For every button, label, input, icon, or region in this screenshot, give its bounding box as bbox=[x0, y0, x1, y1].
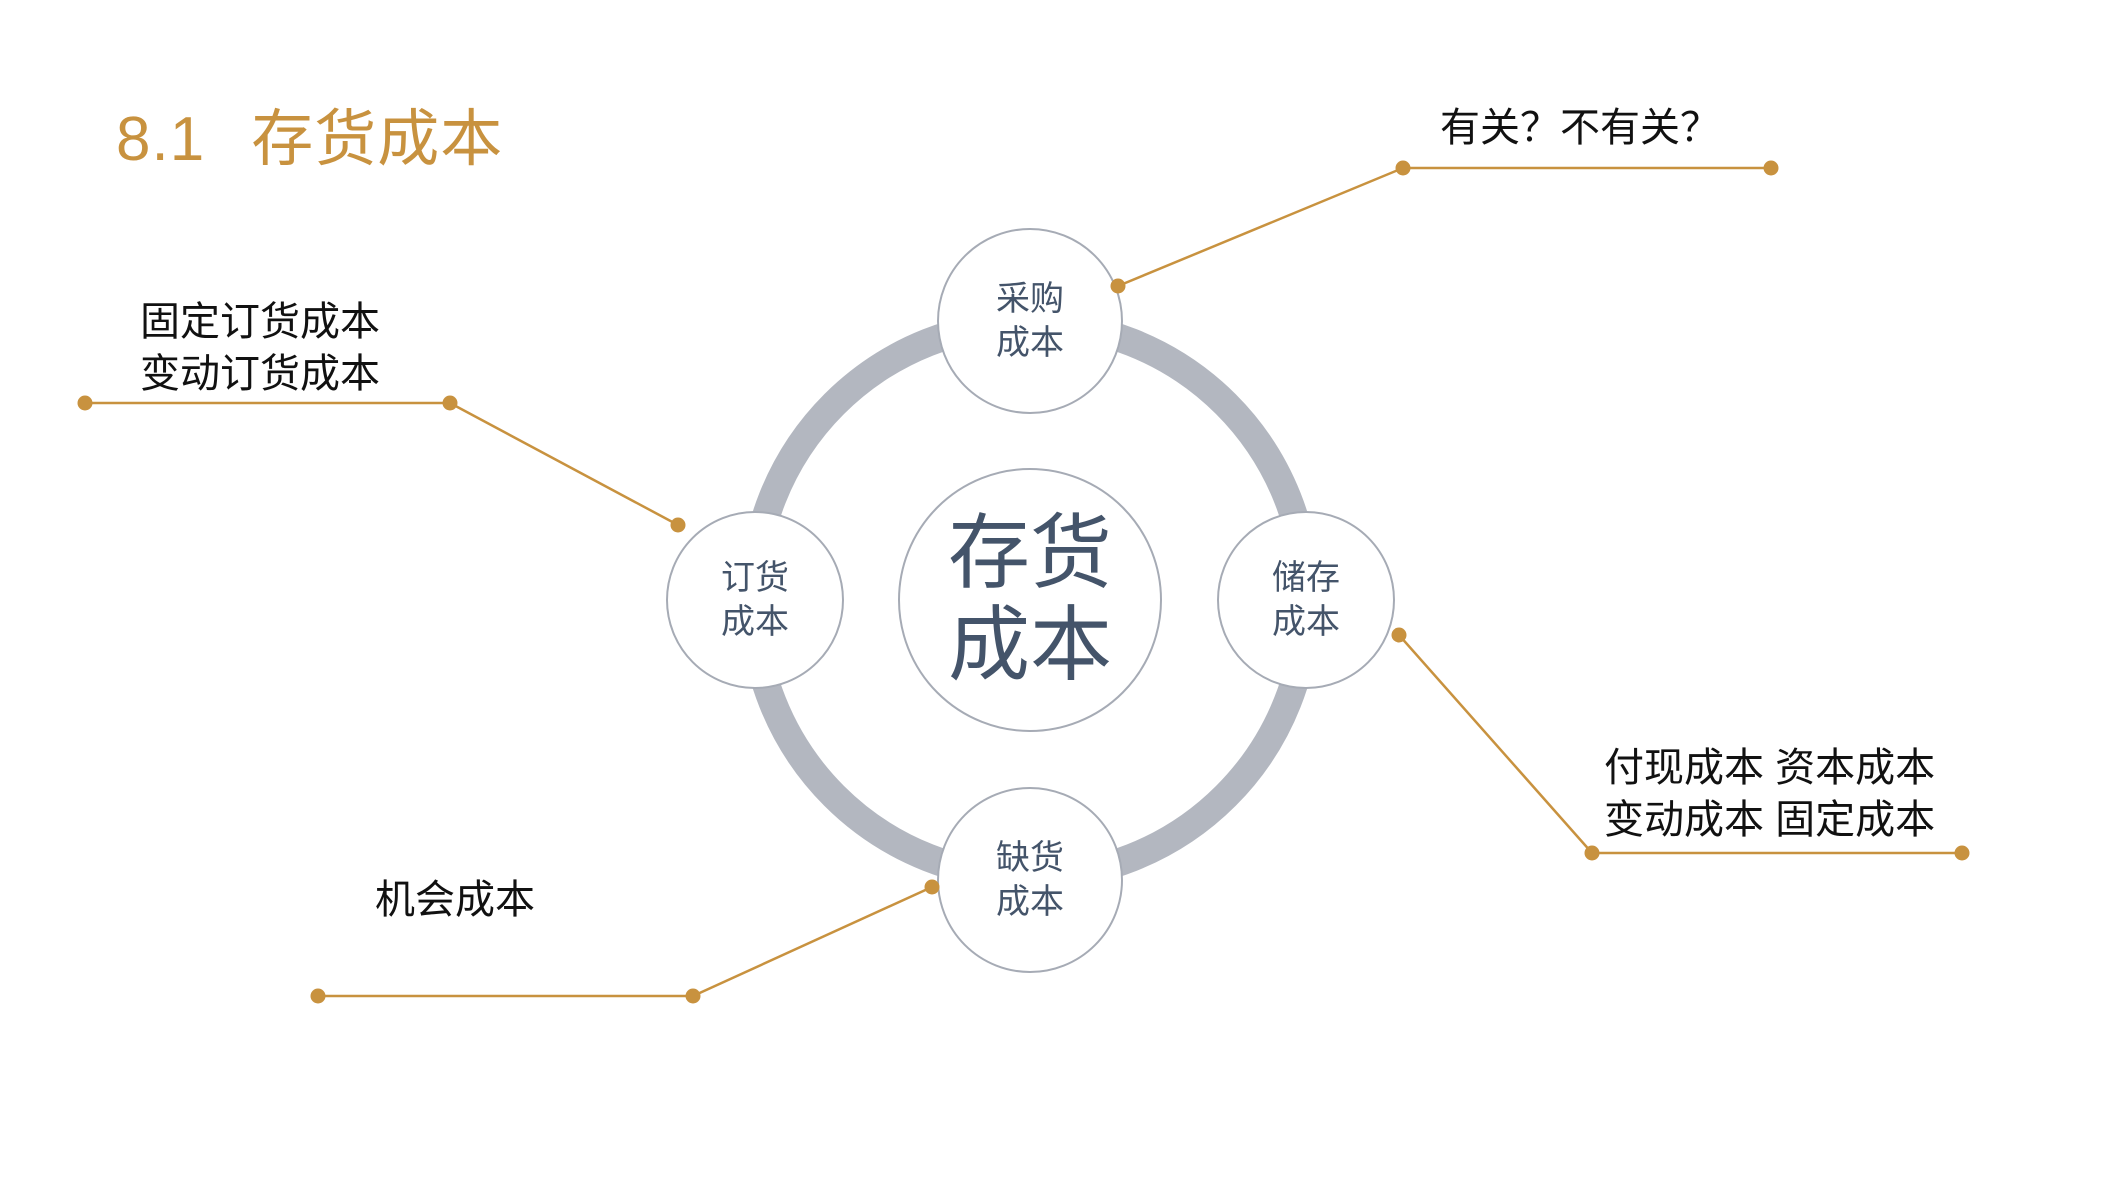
callout-dot bbox=[1954, 845, 1970, 861]
callout-text-line: 有关？不有关？ bbox=[1440, 106, 1720, 150]
callout-text-line: 变动订货成本 bbox=[140, 352, 380, 396]
node-storage-cost: 储存 成本 bbox=[1217, 511, 1395, 689]
title-number: 8.1 bbox=[116, 105, 206, 174]
callout-text-line: 变动成本 固定成本 bbox=[1604, 798, 1936, 842]
node-purchase-cost: 采购 成本 bbox=[937, 228, 1123, 414]
callout-line-left bbox=[77, 395, 686, 533]
node-ordering-cost: 订货 成本 bbox=[666, 511, 844, 689]
callout-dot bbox=[442, 395, 458, 411]
node-text-line: 存货 bbox=[947, 508, 1112, 600]
node-text-line: 成本 bbox=[947, 600, 1112, 691]
callout-dot bbox=[1763, 160, 1779, 176]
node-text-line: 采购 bbox=[996, 279, 1064, 318]
node-text-line: 成本 bbox=[721, 603, 789, 641]
callout-dot bbox=[670, 517, 686, 533]
callout-ordering-cost-breakdown: 固定订货成本 变动订货成本 bbox=[140, 296, 380, 400]
callout-storage-cost-breakdown: 付现成本 资本成本 变动成本 固定成本 bbox=[1604, 742, 1935, 846]
node-text-line: 储存 bbox=[1272, 558, 1340, 597]
callout-dot bbox=[1395, 160, 1411, 176]
callout-opportunity-cost: 机会成本 bbox=[375, 874, 535, 926]
node-text-line: 缺货 bbox=[996, 838, 1064, 877]
title-text: 存货成本 bbox=[251, 105, 504, 174]
callout-text-line: 固定订货成本 bbox=[140, 300, 380, 344]
callout-text-line: 付现成本 资本成本 bbox=[1604, 746, 1936, 790]
node-inventory-cost: 存货 成本 bbox=[898, 468, 1162, 732]
callout-dot bbox=[77, 395, 93, 411]
callout-dot bbox=[310, 988, 326, 1004]
callout-text-line: 机会成本 bbox=[375, 878, 535, 922]
callout-line-top-right bbox=[1110, 160, 1779, 294]
node-shortage-cost: 缺货 成本 bbox=[937, 787, 1123, 973]
node-text-line: 成本 bbox=[1272, 603, 1340, 641]
node-text-line: 成本 bbox=[996, 883, 1064, 921]
page-title: 8.1 存货成本 bbox=[116, 88, 503, 178]
callout-relevance-question: 有关？不有关？ bbox=[1440, 102, 1720, 154]
node-text-line: 成本 bbox=[996, 324, 1064, 362]
callout-dot bbox=[1391, 627, 1407, 643]
callout-dot bbox=[1584, 845, 1600, 861]
callout-dot bbox=[685, 988, 701, 1004]
node-text-line: 订货 bbox=[721, 558, 789, 597]
